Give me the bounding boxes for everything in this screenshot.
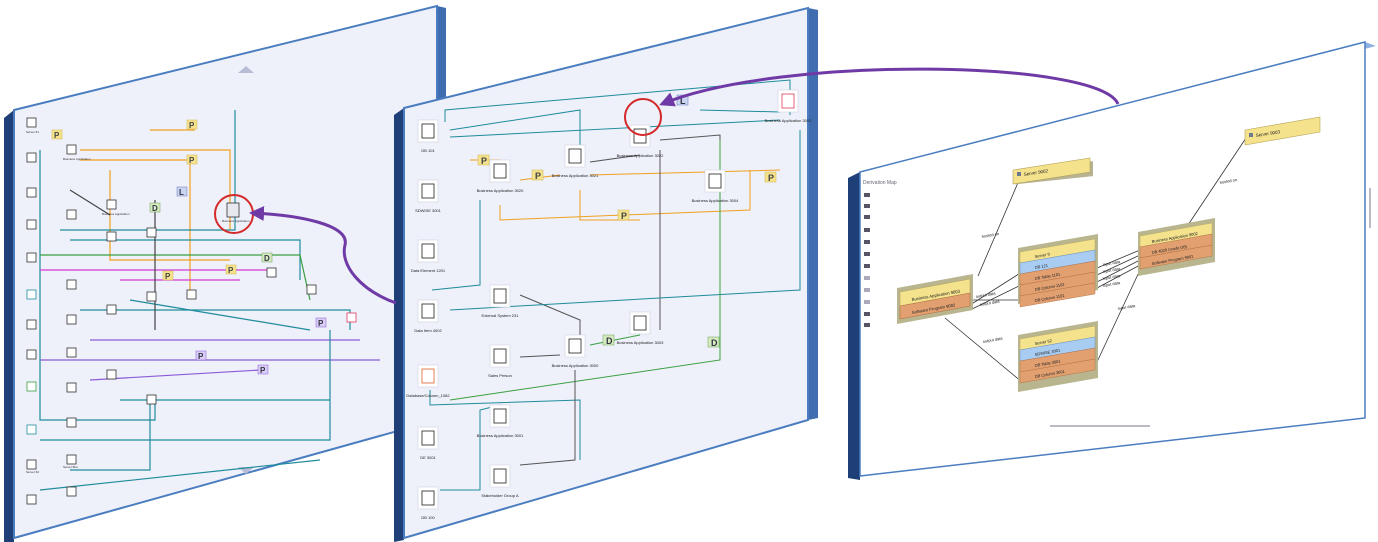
- edge-label: output data: [979, 298, 1000, 307]
- edge-label: input data: [1102, 273, 1121, 281]
- toolbar: [864, 193, 870, 327]
- svg-text:P: P: [260, 366, 266, 375]
- tool-icon[interactable]: [864, 228, 870, 232]
- node-label-es231: External System 231: [482, 313, 520, 318]
- left-node-label: Server 62: [26, 470, 39, 474]
- tool-icon[interactable]: [864, 252, 870, 256]
- node-label-dc1082: Database/Column_1082: [406, 393, 450, 398]
- left-node-label: Server 61: [26, 130, 39, 134]
- node-label-ba3022: Business Application 3022: [617, 153, 664, 158]
- node-label-de3001: DE 3001: [420, 455, 436, 460]
- scroll-up-icon[interactable]: [238, 66, 254, 73]
- server-9002-node[interactable]: Server 9002: [1012, 157, 1093, 185]
- tool-icon[interactable]: [864, 215, 870, 219]
- node-label-de1201: Data Element 1201: [411, 268, 446, 273]
- left-node-label: Business Application: [222, 219, 250, 223]
- badge-l: L: [680, 96, 686, 106]
- svg-text:D: D: [152, 204, 158, 213]
- svg-text:P: P: [189, 156, 195, 165]
- node-label-sdwise: SDWISE 3001: [415, 208, 442, 213]
- badge-p: P: [621, 211, 627, 221]
- middle-highlight-circle: [624, 98, 662, 136]
- badge-p: P: [481, 156, 487, 166]
- node-label-ba3001: Business Application 3001: [477, 433, 524, 438]
- svg-text:P: P: [198, 352, 204, 361]
- svg-text:D: D: [264, 254, 270, 263]
- node-label-sp: Sales Person: [488, 373, 512, 378]
- left-node-label: Business Application: [63, 157, 91, 161]
- left-node-label: Server Bus: [63, 465, 78, 469]
- left-group[interactable]: Business Application 9003 Software Progr…: [897, 274, 973, 324]
- server-label: Server 9003: [1255, 129, 1280, 138]
- tool-icon[interactable]: [864, 264, 870, 268]
- tool-icon[interactable]: [864, 312, 870, 316]
- badge-d: D: [711, 338, 718, 348]
- svg-text:P: P: [318, 319, 324, 328]
- left-panel: Server 61 Business Application Business …: [4, 4, 446, 542]
- node-label-sh: Stakeholder Group A: [481, 493, 518, 498]
- center-top-group[interactable]: Server 9 DB 121 DB Table 1101 DB Column …: [1018, 234, 1098, 308]
- node-label-db100: DB 100: [421, 515, 435, 520]
- node-label-ba3000: Business Application 3000: [552, 363, 599, 368]
- tool-icon[interactable]: [864, 276, 870, 280]
- svg-text:P: P: [228, 266, 234, 275]
- svg-text:P: P: [54, 131, 60, 140]
- group-row: DB Column 3001: [1034, 369, 1066, 379]
- edge-label: input data: [1102, 266, 1121, 274]
- node-label-ba3021: Business Application 3021: [552, 173, 599, 178]
- node-label-ba3004: Business Application 3004: [692, 198, 739, 203]
- svg-text:P: P: [165, 272, 171, 281]
- group-row: DB 121: [1034, 263, 1049, 270]
- group-row: DB Column 1102: [1034, 282, 1065, 292]
- drilldown-arrow-right: [659, 67, 1120, 107]
- node-label-ba3002: Business Application 3002: [765, 118, 812, 123]
- badge-d: D: [606, 336, 613, 346]
- node-label-ba3020: Business Application 3020: [477, 188, 524, 193]
- edge-label: output data: [982, 335, 1003, 344]
- horizontal-scrollbar[interactable]: [1050, 425, 1150, 427]
- edge-label: input data: [1102, 259, 1121, 267]
- node-label-db101: DB 101: [421, 148, 435, 153]
- vertical-scrollbar[interactable]: [1369, 188, 1371, 228]
- group-row: DB Column 1101: [1034, 293, 1065, 303]
- group-row: Server 52: [1034, 338, 1053, 346]
- edge-label: input data: [1117, 303, 1136, 311]
- group-row: SDWISE 3001: [1034, 347, 1061, 357]
- group-row: Server 9: [1034, 251, 1051, 259]
- tool-icon[interactable]: [864, 288, 870, 292]
- server-9003-node[interactable]: Server 9003: [1244, 116, 1321, 146]
- group-row: DB Table 1101: [1034, 271, 1061, 281]
- group-row: DB 4020 (mode DB): [1151, 244, 1188, 255]
- node-label-ba3003: Business Application 3003: [617, 340, 664, 345]
- edge-label: hosted on: [981, 231, 999, 239]
- left-node-label: Business Application: [102, 212, 130, 216]
- edge-label: input data: [1102, 280, 1121, 288]
- edge-label: output data: [975, 290, 996, 299]
- edge-label: hosted on: [1219, 177, 1237, 185]
- server-label: Server 9002: [1023, 168, 1048, 177]
- drilldown-arrow-left: [249, 206, 397, 305]
- node-label-di4002: Data Item 4002: [414, 328, 442, 333]
- tool-icon[interactable]: [864, 240, 870, 244]
- badge-p: P: [768, 173, 774, 183]
- right-group[interactable]: Business Application 9002 DB 4020 (mode …: [1138, 218, 1215, 276]
- tool-icon[interactable]: [864, 323, 870, 327]
- group-row: DB Table 3001: [1034, 358, 1061, 368]
- center-bottom-group[interactable]: Server 52 SDWISE 3001 DB Table 3001 DB C…: [1018, 321, 1098, 392]
- right-panel: Derivation Map: [848, 41, 1376, 480]
- tool-icon[interactable]: [864, 193, 870, 197]
- middle-panel: DB 101 SDWISE 3001 Business Application …: [394, 6, 818, 542]
- right-panel-title: Derivation Map: [863, 180, 897, 186]
- svg-text:L: L: [179, 188, 184, 197]
- badge-p: P: [535, 171, 541, 181]
- svg-text:P: P: [189, 121, 195, 130]
- tool-icon[interactable]: [864, 300, 870, 304]
- tool-icon[interactable]: [864, 204, 870, 208]
